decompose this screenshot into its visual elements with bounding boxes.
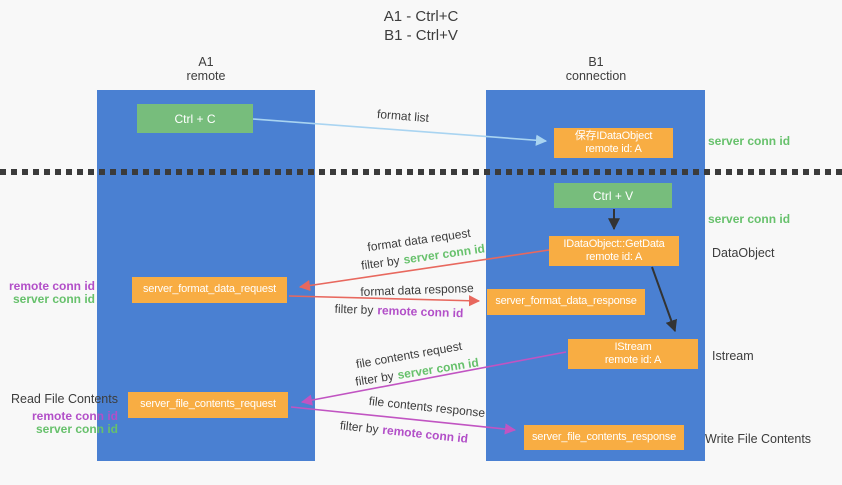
lane-a1-title: A1 [198, 55, 214, 69]
lane-b1-subtitle: connection [565, 69, 627, 83]
filter-by-text-1: filter by [360, 253, 401, 273]
server-file-contents-request-node: server_file_contents_request [128, 392, 288, 418]
title-line-a1: A1 - Ctrl+C [383, 8, 459, 25]
read-file-contents-annotation: Read File Contents [10, 392, 118, 406]
server-format-data-response-node: server_format_data_response [487, 289, 645, 315]
session-divider-dotted-line [0, 169, 842, 175]
ctrl-c-node: Ctrl + C [137, 104, 253, 133]
format-list-label: format list [376, 106, 430, 126]
server-format-data-response-label: server_format_data_response [495, 295, 637, 308]
remote-conn-id-annotation-format: remote conn id [8, 279, 95, 293]
remote-conn-id-text-2: remote conn id [381, 422, 469, 446]
remote-conn-id-annotation-file: remote conn id [31, 409, 118, 423]
dataobject-annotation: DataObject [712, 246, 775, 260]
server-format-data-request-label: server_format_data_request [143, 283, 276, 296]
ctrl-c-label: Ctrl + C [174, 111, 216, 126]
remote-conn-id-text-1: remote conn id [377, 303, 464, 321]
server-conn-id-annotation-mid: server conn id [708, 212, 791, 226]
server-format-data-request-node: server_format_data_request [132, 277, 287, 303]
lane-a1-subtitle: remote [186, 69, 226, 83]
server-conn-id-annotation-top: server conn id [708, 134, 791, 148]
format-data-response-label: format data response [360, 281, 474, 299]
istream-line2: remote id: A [604, 354, 662, 366]
lane-b1-title: B1 [588, 55, 604, 69]
server-file-contents-request-label: server_file_contents_request [140, 398, 276, 411]
getdata-line2: remote id: A [585, 251, 643, 263]
lane-header-a1: A1 remote [146, 55, 266, 83]
istream-line1: IStream [614, 340, 652, 353]
ctrl-v-label: Ctrl + V [592, 188, 634, 203]
server-conn-id-annotation-file: server conn id [35, 422, 118, 436]
server-conn-id-annotation-format: server conn id [12, 292, 95, 306]
server-file-contents-response-label: server_file_contents_response [531, 430, 676, 443]
filter-by-text-3: filter by [354, 368, 395, 389]
save-idataobject-line1: 保存IDataObject [574, 129, 653, 142]
save-idataobject-node: 保存IDataObject remote id: A [554, 128, 673, 158]
filter-by-text-4: filter by [339, 418, 380, 437]
diagram-title: A1 - Ctrl+C B1 - Ctrl+V [0, 7, 842, 45]
filter-by-text-2: filter by [334, 301, 374, 318]
getdata-line1: IDataObject::GetData [563, 237, 665, 250]
title-line-b1: B1 - Ctrl+V [384, 27, 458, 44]
write-file-contents-annotation: Write File Contents [705, 432, 812, 446]
file-contents-response-label: file contents response [368, 393, 486, 421]
lane-header-b1: B1 connection [536, 55, 656, 83]
server-file-contents-response-node: server_file_contents_response [524, 425, 684, 450]
istream-node: IStream remote id: A [568, 339, 698, 369]
idataobject-getdata-node: IDataObject::GetData remote id: A [549, 236, 679, 266]
save-idataobject-line2: remote id: A [585, 143, 642, 155]
istream-annotation: Istream [712, 349, 754, 363]
ctrl-v-node: Ctrl + V [554, 183, 672, 208]
